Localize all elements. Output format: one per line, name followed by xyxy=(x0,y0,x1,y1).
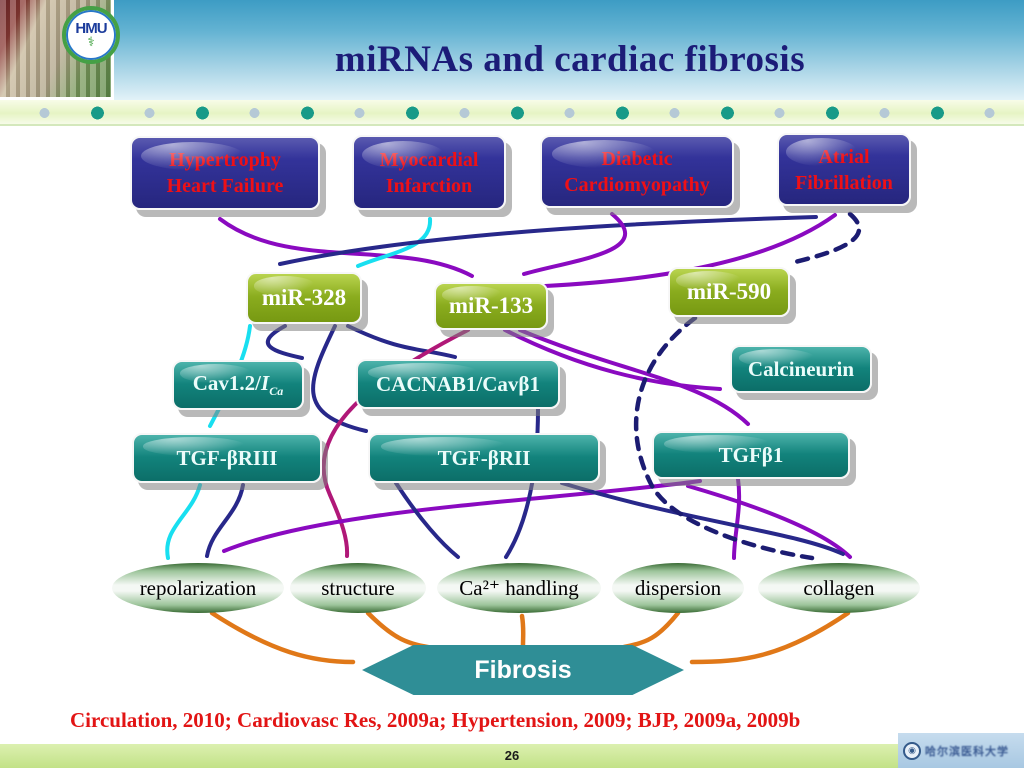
arrow-dispersion-to-fibrosis xyxy=(621,610,681,650)
university-logo-text: HMU xyxy=(75,20,107,37)
footer-logo-panel: ◉ 哈尔滨医科大学 xyxy=(898,733,1024,768)
mediator-box-cav12: Cav1.2/ICa xyxy=(172,360,304,410)
outcome-ellipse-ca-handling: Ca²⁺ handling xyxy=(437,563,601,613)
footer-logo-text: 哈尔滨医科大学 xyxy=(925,745,1009,758)
mediator-box-tgfbr3: TGF-βRIII xyxy=(132,433,322,483)
mirna-box-mir328: miR-328 xyxy=(246,272,362,324)
slide-header xyxy=(0,0,1024,100)
outcome-ellipse-repolarization: repolarization xyxy=(112,563,284,613)
page-number: 26 xyxy=(504,748,520,763)
arrow-tgfb1-to-dispersion xyxy=(732,477,742,560)
arrow-collagen-to-fibrosis xyxy=(689,610,851,665)
caduceus-icon: ⚕ xyxy=(87,34,95,49)
mirna-box-mir133: miR-133 xyxy=(434,282,548,330)
arrow-af-to-mir590-dashed xyxy=(792,211,862,265)
footer-bar xyxy=(0,744,1024,768)
arrow-hf-to-mir133 xyxy=(218,217,474,278)
outcome-ellipse-structure: structure xyxy=(290,563,426,613)
citation-text: Circulation, 2010; Cardiovasc Res, 2009a… xyxy=(70,708,801,732)
page-title: miRNAs and cardiac fibrosis xyxy=(334,39,806,80)
fibrosis-hexagon: Fibrosis xyxy=(362,645,684,695)
arrow-tgfb1-to-repolarization xyxy=(222,479,702,553)
arrow-diabetic-to-mir133 xyxy=(522,212,628,276)
arrow-cyan-to-repolarization xyxy=(165,483,202,560)
arrow-cacnab1-to-ca-handling xyxy=(504,407,540,559)
mediator-box-calcineurin: Calcineurin xyxy=(730,345,872,393)
arrow-tgfb1-to-collagen xyxy=(686,484,852,559)
arrow-mir328-to-cav12 xyxy=(266,324,304,360)
arrow-af-mir328-bidirectional xyxy=(278,215,818,266)
mediator-box-tgfb1: TGFβ1 xyxy=(652,431,850,479)
decorative-dot-strip xyxy=(0,100,1024,126)
arrow-repolarization-to-fibrosis xyxy=(209,610,356,665)
arrow-tgfbr2-to-ca-handling xyxy=(394,481,460,559)
university-seal-icon: ◉ xyxy=(903,741,921,760)
university-logo: HMU ⚕ xyxy=(62,6,120,64)
arrow-tgfbr2-to-collagen xyxy=(560,481,845,556)
arrow-tgfbr3-to-repolarization xyxy=(205,483,245,558)
arrow-ca-handling-to-fibrosis xyxy=(519,613,526,648)
outcome-ellipse-dispersion: dispersion xyxy=(612,563,744,613)
mirna-box-mir590: miR-590 xyxy=(668,267,790,317)
arrow-mi-to-mir328 xyxy=(356,217,433,268)
mediator-box-cacnab1: CACNAB1/Cavβ1 xyxy=(356,359,560,409)
arrow-structure-to-fibrosis xyxy=(365,610,437,651)
outcome-ellipse-collagen: collagen xyxy=(758,563,920,613)
arrow-mir328-to-cacnab1 xyxy=(346,324,457,359)
mediator-box-tgfbr2: TGF-βRII xyxy=(368,433,600,483)
